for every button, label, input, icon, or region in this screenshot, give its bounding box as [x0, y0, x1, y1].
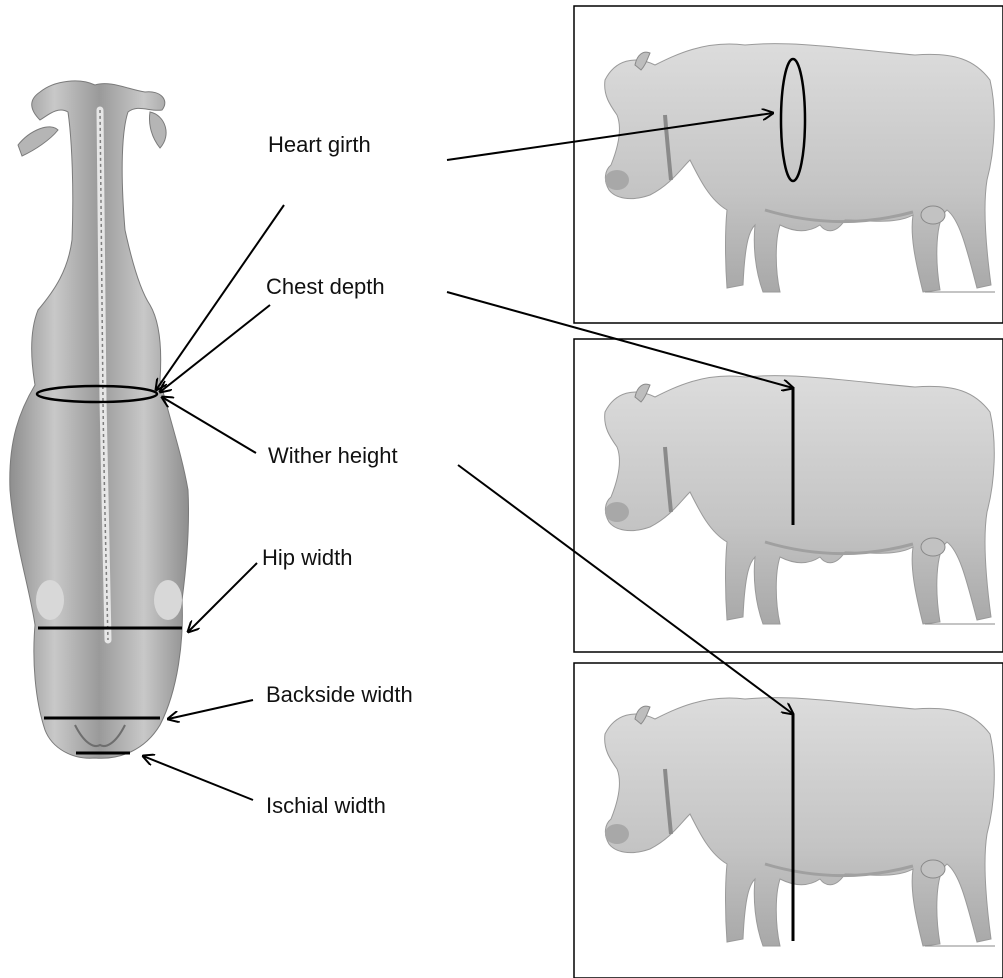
wither-height-label: Wither height [268, 443, 398, 468]
heart-girth-label: Heart girth [268, 132, 371, 157]
ischial-width-arrow [143, 756, 253, 800]
heart-girth-side-view [574, 6, 1003, 323]
heart-girth-arrow-left [156, 205, 284, 390]
backside-width-arrow [168, 700, 253, 719]
ischial-width-label: Ischial width [266, 793, 386, 818]
chest-depth-arrow-left [160, 305, 270, 392]
hip-width-label: Hip width [262, 545, 352, 570]
backside-width-label: Backside width [266, 682, 413, 707]
cow-top-view [10, 81, 189, 758]
chest-depth-label: Chest depth [266, 274, 385, 299]
hip-width-arrow [188, 563, 257, 632]
